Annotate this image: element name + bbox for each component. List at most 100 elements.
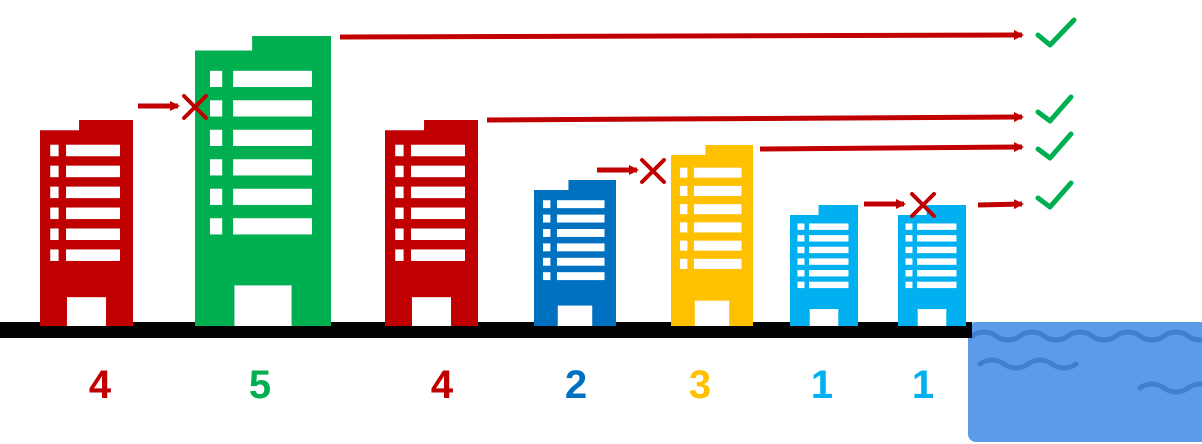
window	[680, 240, 688, 251]
window	[556, 229, 605, 237]
window	[809, 281, 849, 289]
window	[693, 167, 742, 178]
door	[557, 305, 593, 326]
window	[797, 223, 805, 230]
height-label: 2	[565, 363, 587, 407]
arrow-icon	[486, 112, 1024, 123]
arrow-icon	[759, 142, 1024, 153]
height-label: 1	[811, 363, 833, 407]
building-6	[790, 205, 858, 326]
window	[680, 185, 688, 196]
door	[234, 285, 292, 326]
blocked-marks	[182, 94, 936, 218]
window	[50, 165, 59, 178]
window	[209, 188, 223, 205]
window	[917, 246, 957, 254]
height-label: 5	[249, 363, 271, 407]
window	[543, 214, 551, 223]
window	[209, 70, 223, 88]
window	[917, 258, 957, 265]
check-icon	[1035, 17, 1077, 48]
wave-line	[1137, 381, 1202, 395]
arrow-icon	[977, 199, 1024, 210]
window	[905, 223, 913, 230]
window	[66, 207, 120, 220]
window	[50, 207, 59, 220]
window	[543, 272, 551, 281]
window	[905, 281, 913, 289]
window	[543, 257, 551, 266]
window	[917, 223, 957, 230]
window	[66, 186, 120, 199]
check-icon	[1035, 131, 1074, 161]
window	[917, 235, 957, 242]
window	[411, 228, 465, 241]
window	[905, 258, 913, 265]
window	[693, 204, 742, 215]
window	[50, 186, 59, 199]
window	[797, 270, 805, 277]
door	[694, 300, 730, 326]
window	[556, 257, 605, 266]
window	[905, 235, 913, 242]
window	[233, 100, 312, 117]
window	[680, 258, 688, 269]
window	[680, 167, 688, 178]
check-icon	[1035, 180, 1074, 210]
window	[209, 218, 223, 235]
window	[395, 165, 404, 178]
window	[233, 129, 312, 146]
window	[50, 144, 59, 157]
building-body	[790, 205, 858, 326]
window	[233, 70, 312, 88]
wave-line	[977, 357, 1079, 371]
window	[797, 246, 805, 254]
cross-icon	[910, 192, 936, 218]
window	[411, 144, 465, 157]
window	[809, 235, 849, 242]
window	[411, 249, 465, 261]
building-3	[385, 120, 478, 326]
window	[680, 204, 688, 215]
window	[693, 185, 742, 196]
ocean-icon	[968, 322, 1202, 442]
arrow-icon	[339, 30, 1024, 41]
window	[395, 144, 404, 157]
window	[50, 228, 59, 241]
door	[411, 297, 452, 326]
window	[809, 258, 849, 265]
window	[809, 223, 849, 230]
window	[556, 200, 605, 209]
door	[809, 309, 839, 326]
window	[233, 159, 312, 176]
height-label: 1	[912, 363, 934, 407]
window	[693, 222, 742, 233]
building-1	[40, 120, 133, 326]
window	[66, 249, 120, 261]
window	[917, 281, 957, 289]
window	[411, 165, 465, 178]
window	[395, 207, 404, 220]
window	[543, 229, 551, 237]
window	[66, 228, 120, 241]
window	[905, 270, 913, 277]
window	[693, 240, 742, 251]
height-label: 3	[689, 363, 711, 407]
window	[395, 249, 404, 261]
window	[66, 165, 120, 178]
window	[66, 144, 120, 157]
window	[543, 243, 551, 252]
window	[233, 188, 312, 205]
window	[395, 186, 404, 199]
window	[809, 246, 849, 254]
ocean	[968, 322, 1202, 442]
window	[797, 281, 805, 289]
check-icon	[1035, 94, 1074, 124]
cross-icon	[182, 94, 208, 120]
window	[209, 100, 223, 117]
window	[556, 243, 605, 252]
window	[233, 218, 312, 235]
building-4	[534, 180, 616, 326]
